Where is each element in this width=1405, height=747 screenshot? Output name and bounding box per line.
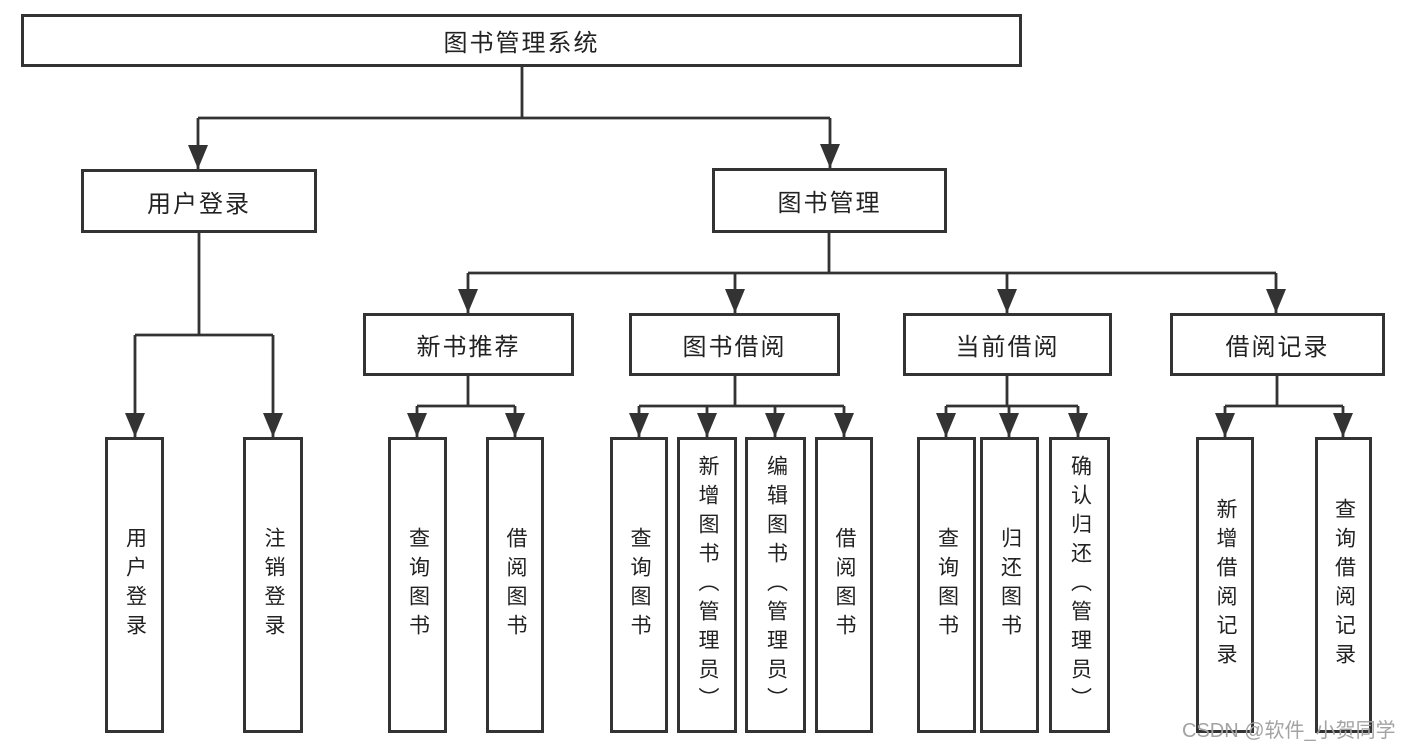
node-current-borrow: 当前借阅 (903, 313, 1112, 376)
leaf-edit-book-admin: 编辑图书（管理员） (745, 437, 806, 733)
leaf-confirm-return-admin: 确认归还（管理员） (1049, 437, 1110, 733)
leaf-add-borrow-record-label: 新增借阅记录 (1214, 498, 1237, 672)
node-current-borrow-label: 当前借阅 (955, 334, 1060, 361)
leaf-edit-book-admin-label: 编辑图书（管理员） (764, 454, 788, 716)
leaf-query-borrow-record-label: 查询借阅记录 (1332, 498, 1356, 672)
leaf-user-login: 用户登录 (105, 437, 164, 733)
leaf-return-book: 归还图书 (980, 437, 1039, 733)
leaf-recommend-borrow-book: 借阅图书 (486, 437, 544, 733)
leaf-borrow-book: 借阅图书 (815, 437, 873, 733)
node-book-borrow-label: 图书借阅 (682, 334, 787, 361)
leaf-borrow-book-label: 借阅图书 (833, 527, 856, 643)
leaf-recommend-borrow-book-label: 借阅图书 (504, 527, 527, 643)
leaf-borrow-query-book: 查询图书 (610, 437, 668, 733)
leaf-recommend-query-book: 查询图书 (388, 437, 447, 733)
csdn-watermark: CSDN @软件_小贺同学 (1182, 720, 1396, 742)
node-root: 图书管理系统 (21, 14, 1022, 67)
node-user-login-label: 用户登录 (147, 190, 251, 218)
node-new-book-recommend: 新书推荐 (363, 313, 574, 376)
node-book-management: 图书管理 (712, 168, 947, 233)
leaf-user-login-label: 用户登录 (123, 527, 147, 643)
leaf-confirm-return-admin-label: 确认归还（管理员） (1068, 454, 1092, 716)
leaf-borrow-query-book-label: 查询图书 (628, 527, 651, 643)
leaf-add-book-admin: 新增图书（管理员） (677, 437, 737, 733)
leaf-query-borrow-record: 查询借阅记录 (1315, 437, 1372, 733)
node-new-book-recommend-label: 新书推荐 (416, 334, 521, 361)
leaf-current-query-book: 查询图书 (917, 437, 976, 733)
leaf-logout: 注销登录 (243, 437, 303, 733)
leaf-current-query-book-label: 查询图书 (935, 527, 959, 643)
node-book-management-label: 图书管理 (777, 190, 882, 217)
leaf-recommend-query-book-label: 查询图书 (406, 527, 430, 643)
node-borrow-records: 借阅记录 (1170, 313, 1385, 376)
node-borrow-records-label: 借阅记录 (1225, 334, 1330, 361)
leaf-add-borrow-record: 新增借阅记录 (1196, 437, 1254, 733)
leaf-logout-label: 注销登录 (262, 527, 285, 643)
node-root-label: 图书管理系统 (443, 30, 600, 57)
leaf-return-book-label: 归还图书 (998, 527, 1022, 643)
node-user-login: 用户登录 (81, 169, 317, 233)
leaf-add-book-admin-label: 新增图书（管理员） (696, 454, 719, 716)
node-book-borrow: 图书借阅 (629, 313, 840, 376)
